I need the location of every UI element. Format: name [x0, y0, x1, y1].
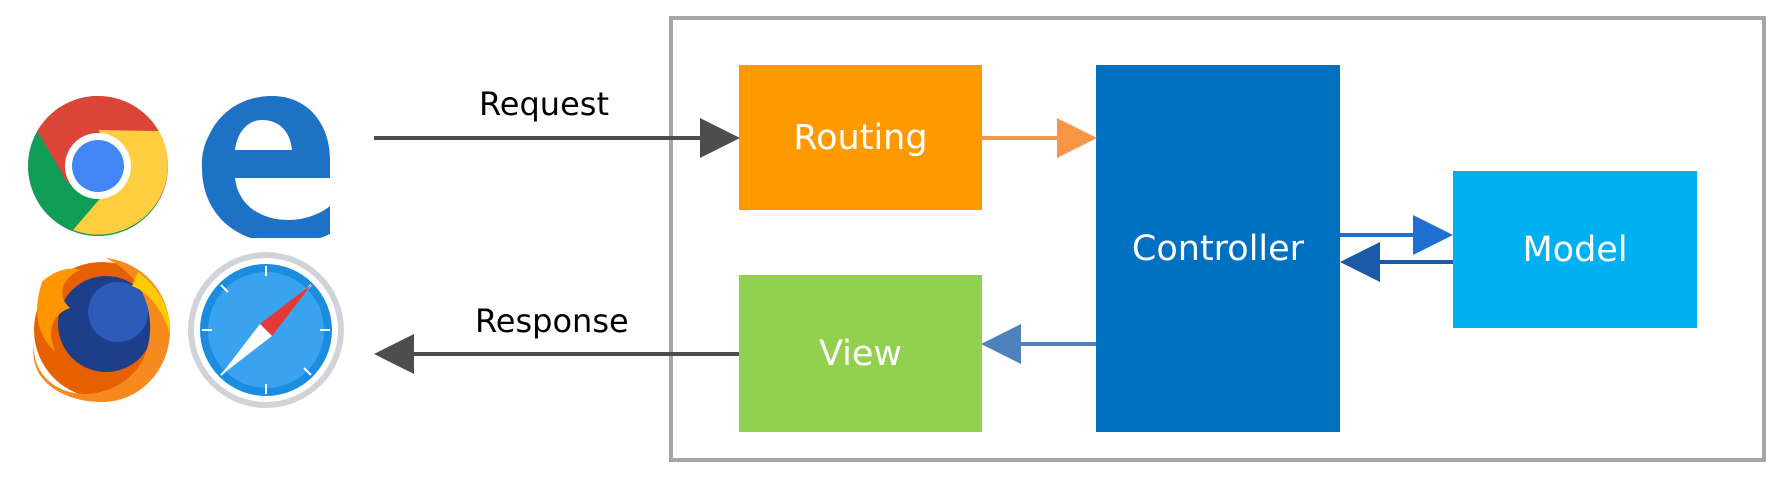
edge-icon	[201, 96, 330, 238]
request-label: Request	[479, 85, 609, 123]
controller-box: Controller	[1096, 65, 1340, 432]
firefox-icon	[33, 258, 171, 402]
view-box: View	[739, 275, 982, 432]
safari-icon	[188, 252, 344, 408]
controller-label: Controller	[1131, 228, 1305, 269]
response-label: Response	[475, 302, 629, 340]
routing-label: Routing	[793, 117, 928, 158]
routing-box: Routing	[739, 65, 982, 210]
model-box: Model	[1453, 171, 1697, 328]
server-frame	[669, 16, 1766, 462]
view-label: View	[818, 333, 903, 374]
model-label: Model	[1522, 229, 1628, 270]
chrome-icon	[28, 96, 168, 236]
